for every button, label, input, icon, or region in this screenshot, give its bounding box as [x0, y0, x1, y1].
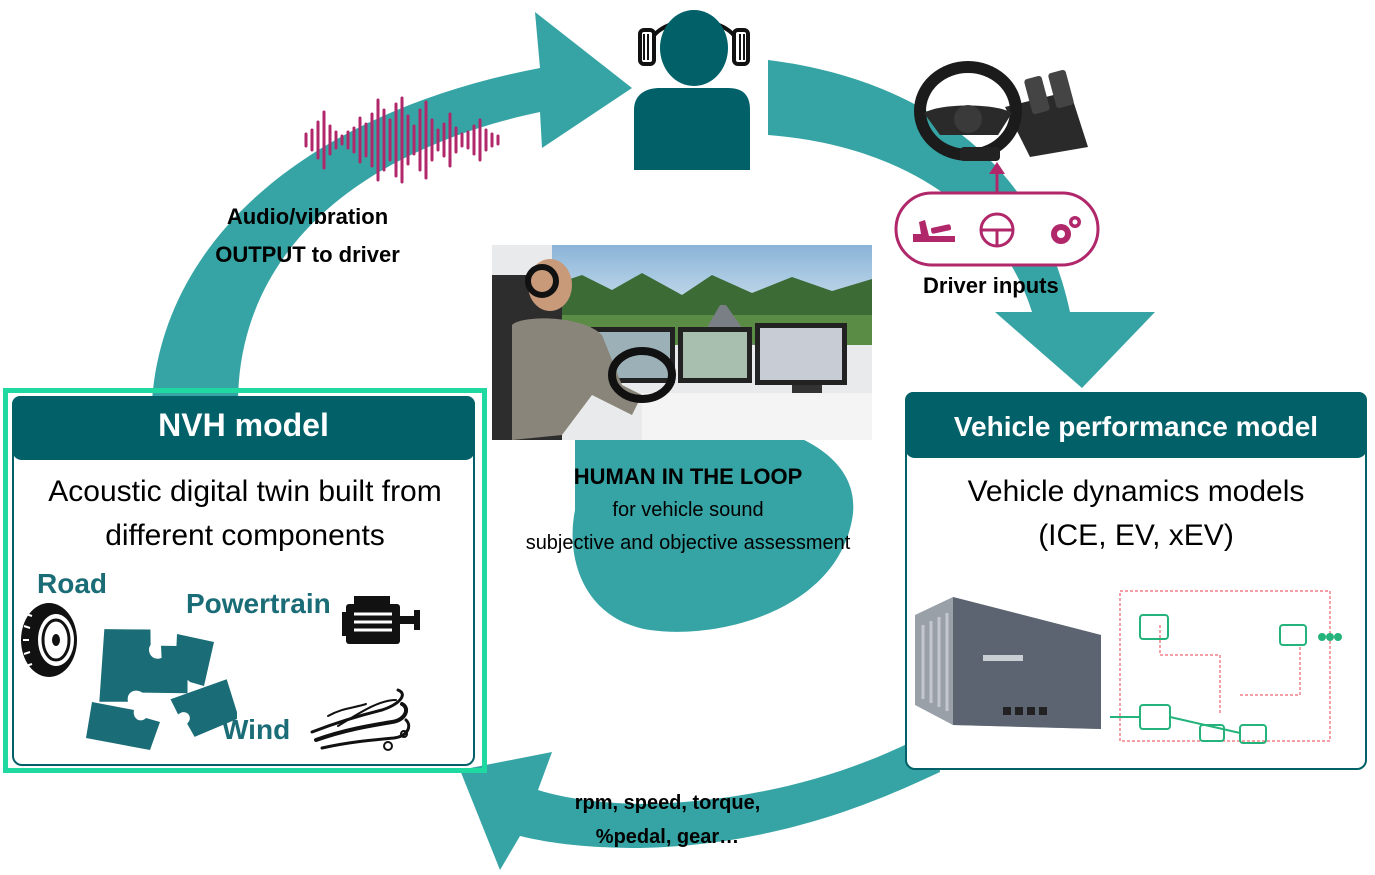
driver-inputs-pill — [894, 191, 1100, 267]
nvh-desc-line1: Acoustic digital twin built from — [48, 475, 442, 508]
driver-inputs-label: Driver inputs — [923, 273, 1059, 298]
arrow-output-to-driver — [152, 12, 632, 400]
road-label: Road — [37, 568, 107, 599]
steering-wheel-photo — [914, 61, 1088, 161]
vehicle-desc-line1: Vehicle dynamics models — [967, 475, 1305, 508]
signals-line1: rpm, speed, torque, — [574, 792, 761, 814]
nvh-description: Acoustic digital twin built from differe… — [15, 470, 475, 558]
pedal-icon — [913, 220, 955, 242]
vehicle-signals-label: rpm, speed, torque, %pedal, gear… — [540, 786, 795, 854]
wind-icon — [310, 688, 411, 751]
puzzle-icon — [86, 629, 237, 750]
steering-icon — [979, 212, 1015, 248]
nvh-model-header: NVH model — [12, 396, 475, 460]
arrow-driver-inputs — [768, 60, 1155, 388]
center-subtitle-2: subjective and objective assessment — [525, 532, 851, 554]
audio-label-line1: Audio/vibration — [226, 204, 389, 229]
center-caption: HUMAN IN THE LOOP for vehicle sound subj… — [492, 460, 884, 560]
simulator-photo — [492, 245, 872, 440]
person-icon — [634, 10, 750, 170]
vehicle-model-header: Vehicle performance model — [905, 392, 1367, 458]
center-title: HUMAN IN THE LOOP — [573, 464, 803, 489]
audio-label-line2: OUTPUT to driver — [215, 242, 400, 267]
vehicle-schematic-diagram — [1110, 590, 1342, 744]
center-subtitle: for vehicle sound — [612, 499, 764, 521]
audio-output-label: Audio/vibration OUTPUT to driver — [190, 198, 425, 274]
tire-icon — [21, 603, 77, 677]
center-blob — [572, 415, 854, 632]
gear-icon — [1051, 216, 1081, 244]
hardware-controller-image — [915, 597, 1101, 729]
pedals-icon — [1005, 69, 1088, 157]
engine-icon — [342, 596, 420, 644]
headphones-icon — [638, 18, 750, 66]
vehicle-desc-line2: (ICE, EV, xEV) — [1038, 519, 1234, 552]
nvh-highlight-frame — [3, 388, 487, 773]
signals-line2: %pedal, gear… — [595, 826, 740, 848]
steering-wheel-icon — [914, 61, 1022, 161]
vehicle-description: Vehicle dynamics models (ICE, EV, xEV) — [905, 470, 1367, 558]
soundwave-icon — [304, 96, 500, 184]
nvh-desc-line2: different components — [105, 519, 385, 552]
arrow-vehicle-signals — [460, 730, 940, 870]
powertrain-label: Powertrain — [186, 588, 331, 619]
